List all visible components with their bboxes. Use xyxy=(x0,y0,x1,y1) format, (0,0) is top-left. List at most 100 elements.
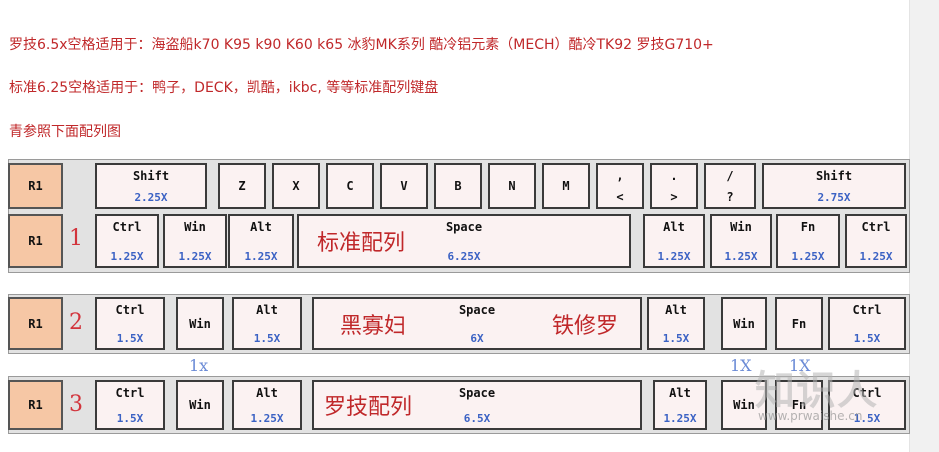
key-size: 1.5X xyxy=(116,332,144,345)
key-label: , xyxy=(616,169,624,183)
note-line-3: 青参照下面配列图 xyxy=(9,124,121,140)
key-m: M xyxy=(542,163,590,209)
key-label: Alt xyxy=(663,220,685,234)
key-label: Ctrl xyxy=(852,386,882,400)
key-size: 6.25X xyxy=(447,250,481,263)
key-label: C xyxy=(346,179,354,193)
width-note: 1X xyxy=(789,356,811,375)
key-space: Space 6.25X 标准配列 xyxy=(297,214,631,268)
key-v: V xyxy=(380,163,428,209)
key-label: Alt xyxy=(256,303,278,317)
key-label: Shift xyxy=(815,169,853,183)
key-sub-label: < xyxy=(616,190,624,204)
key-label: B xyxy=(454,179,462,193)
key-b: B xyxy=(434,163,482,209)
key-c: C xyxy=(326,163,374,209)
key-size: 1.25X xyxy=(657,250,691,263)
key-ctrl: Ctrl 1.5X xyxy=(95,380,165,430)
key-size: 1.25X xyxy=(724,250,758,263)
key-size: 1.25X xyxy=(791,250,825,263)
key-sub-label: > xyxy=(670,190,678,204)
key-label: Ctrl xyxy=(112,220,142,234)
key-label: Alt xyxy=(665,303,687,317)
space-layout-name: 铁修罗 xyxy=(551,313,618,339)
key-punct: ,< xyxy=(596,163,644,209)
key-size: 2.25X xyxy=(134,191,168,204)
key-label: Ctrl xyxy=(115,386,145,400)
key-size: 1.5X xyxy=(662,332,690,345)
key-label: Space xyxy=(458,303,496,317)
key-ctrl: Ctrl 1.5X xyxy=(828,297,906,350)
key-win: Win xyxy=(721,380,767,430)
key-win: Win 1.25X xyxy=(163,214,227,268)
key-label: Fn xyxy=(791,398,807,412)
key-label: Win xyxy=(733,316,755,331)
space-layout-name: 黑寡妇 xyxy=(340,313,407,339)
width-note: 1x xyxy=(189,356,209,375)
key-label: Alt xyxy=(256,386,278,400)
key-alt: Alt 1.25X xyxy=(643,214,705,268)
key-alt: Alt 1.25X xyxy=(228,214,294,268)
key-size: 1.5X xyxy=(853,412,881,425)
key-size: 1.25X xyxy=(663,412,697,425)
key-win: Win xyxy=(176,297,224,350)
key-size: 1.25X xyxy=(110,250,144,263)
key-label: M xyxy=(562,179,570,193)
layout-number: 1 xyxy=(69,226,83,251)
key-ctrl: Ctrl 1.5X xyxy=(828,380,906,430)
layout-number: 3 xyxy=(69,392,83,417)
key-size: 2.75X xyxy=(817,191,851,204)
key-size: 1.25X xyxy=(250,412,284,425)
key-label: Ctrl xyxy=(115,303,145,317)
key-alt: Alt 1.5X xyxy=(232,297,302,350)
key-size: 1.5X xyxy=(253,332,281,345)
key-size: 1.25X xyxy=(859,250,893,263)
key-label: Shift xyxy=(132,169,170,183)
key-label: V xyxy=(400,179,408,193)
key-label: Win xyxy=(733,398,755,412)
key-space: Space 6.5X 罗技配列 xyxy=(312,380,642,430)
key-label: X xyxy=(292,179,300,193)
key-size: 6.5X xyxy=(463,412,491,425)
key-n: N xyxy=(488,163,536,209)
key-size: 1.25X xyxy=(178,250,212,263)
note-line-2: 标准6.25空格适用于：鸭子，DECK，凯酷，ikbc, 等等标准配列键盘 xyxy=(9,80,439,96)
key-label: Ctrl xyxy=(852,303,882,317)
key-ctrl: Ctrl 1.5X xyxy=(95,297,165,350)
key-label: Ctrl xyxy=(861,220,891,234)
key-label: N xyxy=(508,179,516,193)
key-size: 1.5X xyxy=(116,412,144,425)
key-label: Space xyxy=(445,220,483,234)
row-label: R1 xyxy=(8,297,63,350)
note-line-1: 罗技6.5x空格适用于：海盗船k70 K95 k90 K60 k65 冰豹MK系… xyxy=(9,37,714,53)
key-win: Win xyxy=(721,297,767,350)
key-label: Alt xyxy=(250,220,272,234)
row-label: R1 xyxy=(8,380,63,430)
key-fn: Fn xyxy=(775,297,823,350)
key-size: 1.25X xyxy=(244,250,278,263)
key-fn: Fn 1.25X xyxy=(776,214,840,268)
key-alt: Alt 1.5X xyxy=(647,297,705,350)
layout-number: 2 xyxy=(69,310,83,335)
key-alt: Alt 1.25X xyxy=(653,380,707,430)
space-layout-name: 标准配列 xyxy=(317,231,406,256)
space-layout-name: 罗技配列 xyxy=(324,395,413,420)
key-label: . xyxy=(670,169,678,183)
key-punct: /? xyxy=(704,163,756,209)
key-win: Win xyxy=(176,380,224,430)
key-label: Fn xyxy=(800,220,816,234)
key-ctrl: Ctrl 1.25X xyxy=(95,214,159,268)
key-label: Fn xyxy=(791,316,807,331)
row-label: R1 xyxy=(8,163,63,209)
row-label: R1 xyxy=(8,214,63,268)
key-label: Win xyxy=(189,398,211,412)
key-size: 1.5X xyxy=(853,332,881,345)
key-label: Space xyxy=(458,386,496,400)
key-alt: Alt 1.25X xyxy=(232,380,302,430)
watermark-logo: 知识人 xyxy=(755,368,878,414)
key-label: Alt xyxy=(669,386,691,400)
key-label: Win xyxy=(184,220,206,234)
key-punct: .> xyxy=(650,163,698,209)
key-ctrl: Ctrl 1.25X xyxy=(845,214,907,268)
